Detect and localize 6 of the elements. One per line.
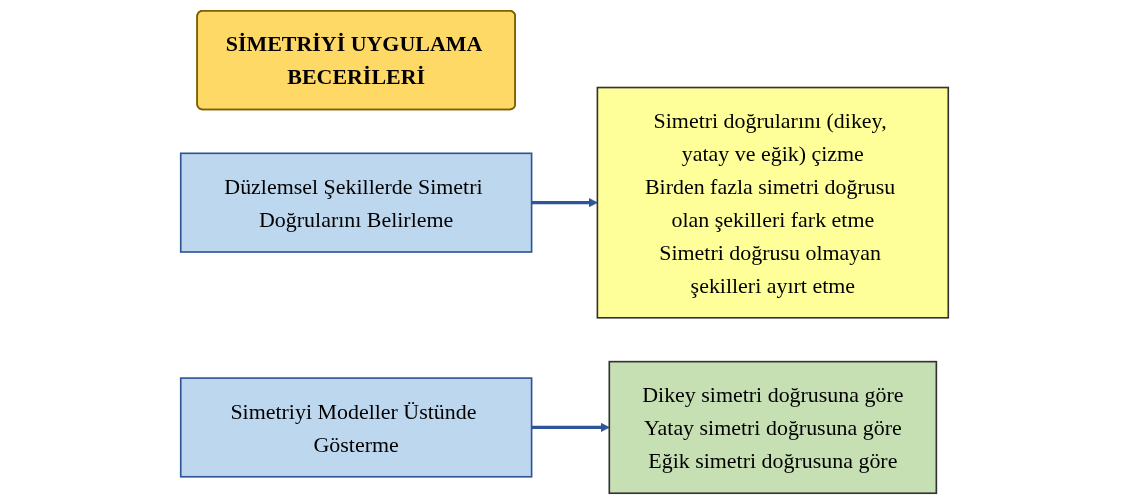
node-box: Simetri doğrularını (dikey, yatay ve eğik) çizme Birden fazla simetri doğrusu olan şekilleri fark etme Simetri doğrusu olmayan şekilleri ayırt etme [596,86,950,319]
node-box: Düzlemsel Şekillerde Simetri Doğrularını Belirleme [179,152,533,253]
node-box: Simetriyi Modeller Üstünde Gösterme [179,376,533,478]
arrow [531,197,598,207]
arrow [531,422,610,432]
node-box: Dikey simetri doğrusuna göre Yatay simetri doğrusuna göre Eğik simetri doğrusuna göre [608,360,938,494]
